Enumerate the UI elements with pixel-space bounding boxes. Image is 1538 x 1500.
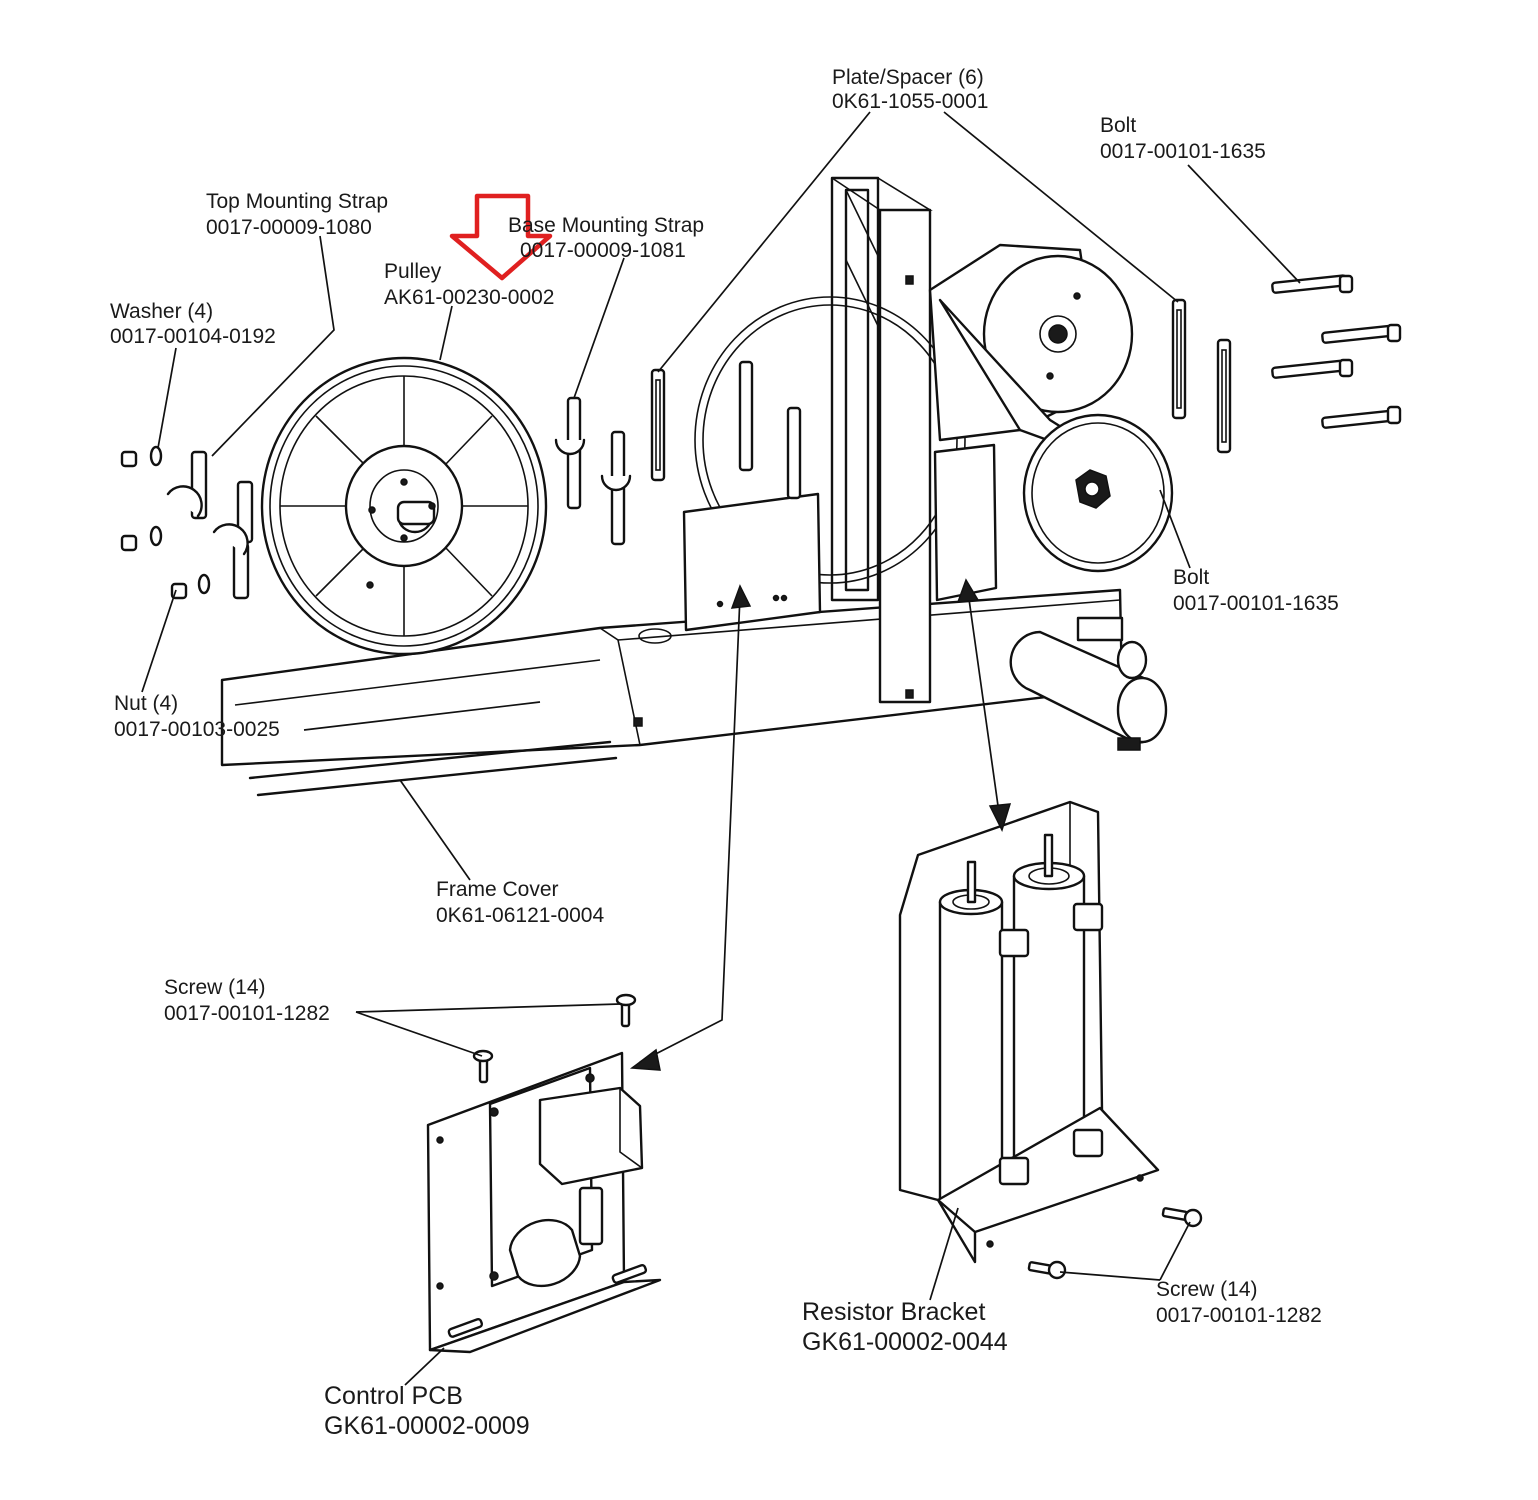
mount-bracket-left [682,492,822,632]
callout-washer: Washer (4) 0017-00104-0192 [110,300,276,348]
mount-bracket-right [933,443,998,602]
callout-part-number: AK61-00230-0002 [384,286,554,309]
callout-part-number: 0017-00101-1282 [1156,1304,1322,1327]
callout-name: Bolt [1100,114,1136,137]
callout-name: Frame Cover [436,878,559,901]
washers [149,445,211,595]
down-arrow-icon [449,193,553,281]
upright-column [830,176,933,704]
pulley-spokes [280,376,528,636]
callout-part-number: 0017-00101-1635 [1100,140,1266,163]
callout-part-number: 0017-00101-1635 [1173,592,1339,615]
callout-name: Screw (14) [164,976,266,999]
assembly-arrow-resistor [956,578,1012,833]
pcb-screws [472,993,637,1084]
resistor-bracket [898,800,1160,1264]
callout-part-number: 0017-00104-0192 [110,325,276,348]
callout-base-mounting-strap: Base Mounting Strap 0017-00009-1081 [508,214,704,262]
callout-part-number: 0017-00009-1080 [206,216,372,239]
callout-plate-spacer: Plate/Spacer (6) 0K61-1055-0001 [832,66,988,113]
pulley [260,356,548,656]
callout-part-number: GK61-00002-0009 [324,1412,530,1440]
frame-cover [248,740,618,797]
callout-part-number: 0017-00009-1081 [520,239,686,262]
callout-name: Screw (14) [1156,1278,1258,1301]
bracket-screws [1027,1207,1203,1280]
base-mounting-strap [212,396,632,600]
callout-pulley: Pulley AK61-00230-0002 [384,260,554,309]
bolts [1271,274,1402,429]
callout-name: Control PCB [324,1382,463,1410]
callout-name: Pulley [384,260,442,283]
end-roller [1009,616,1168,751]
flywheel [1022,413,1174,573]
callout-name: Base Mounting Strap [508,214,704,237]
callout-name: Bolt [1173,566,1209,589]
callout-top-mounting-strap: Top Mounting Strap 0017-00009-1080 [206,190,388,239]
callout-name: Top Mounting Strap [206,190,388,213]
control-pcb [426,1051,662,1354]
callout-part-number: 0K61-1055-0001 [832,90,988,113]
callout-name: Nut (4) [114,692,178,715]
callout-screw-left: Screw (14) 0017-00101-1282 [164,976,330,1025]
drive-belt [694,296,966,584]
callout-part-number: 0017-00103-0025 [114,718,280,741]
resistor-left [938,860,1004,1204]
callout-name: Plate/Spacer (6) [832,66,984,89]
callout-part-number: 0K61-06121-0004 [436,904,604,927]
leader-lines [141,111,1301,1386]
nuts [120,450,188,600]
assembly-arrow-pcb [629,584,752,1071]
callout-name: Resistor Bracket [802,1298,985,1326]
callout-name: Washer (4) [110,300,213,323]
plate-spacers [650,298,1232,500]
callout-part-number: 0017-00101-1282 [164,1002,330,1025]
motor [928,243,1134,472]
callout-bolt-top: Bolt 0017-00101-1635 [1100,114,1266,163]
callout-screw-right: Screw (14) 0017-00101-1282 [1156,1278,1322,1327]
callout-control-pcb: Control PCB GK61-00002-0009 [324,1382,530,1440]
callout-resistor-bracket: Resistor Bracket GK61-00002-0044 [802,1298,1008,1356]
callout-bolt-right: Bolt 0017-00101-1635 [1173,566,1339,615]
callout-part-number: GK61-00002-0044 [802,1328,1008,1356]
callout-nut: Nut (4) 0017-00103-0025 [114,692,280,741]
callout-frame-cover: Frame Cover 0K61-06121-0004 [436,878,604,927]
